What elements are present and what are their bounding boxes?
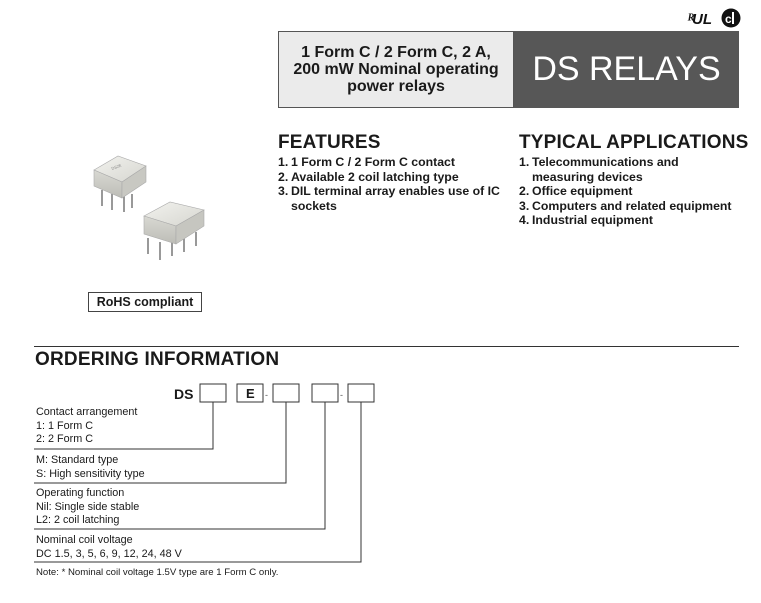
group-line: S: High sensitivity type — [36, 467, 145, 480]
svg-text:c: c — [725, 12, 732, 26]
relay-front-icon — [143, 201, 205, 260]
group-nominal-coil-voltage: Nominal coil voltage DC 1.5, 3, 5, 6, 9,… — [36, 534, 182, 561]
list-item: 3.Computers and related equipment — [519, 198, 732, 213]
group-line: 2: 2 Form C — [36, 433, 93, 445]
list-item: 4.Industrial equipment — [519, 213, 653, 227]
product-title: DS RELAYS — [514, 31, 739, 108]
code-box-voltage — [347, 383, 375, 403]
ordering-heading: ORDERING INFORMATION — [35, 349, 280, 370]
product-subtitle: 1 Form C / 2 Form C, 2 A, 200 mW Nominal… — [278, 31, 514, 108]
code-box-function — [311, 383, 339, 403]
svg-text:UL: UL — [692, 11, 712, 28]
csa-mark-icon: c — [721, 8, 741, 28]
ordering-code-diagram: DS E - - — [34, 383, 375, 563]
group-contact-arrangement: Contact arrangement 1: 1 Form C 2: 2 For… — [36, 406, 137, 447]
applications-list: 1.Telecommunications and measuring devic… — [519, 155, 744, 228]
group-line: DC 1.5, 3, 5, 6, 9, 12, 24, 48 V — [36, 547, 182, 560]
list-item: 1.Telecommunications and measuring devic… — [519, 155, 679, 184]
features-heading: FEATURES — [278, 132, 381, 153]
list-item: 1.1 Form C / 2 Form C contact — [278, 155, 455, 169]
features-list: 1.1 Form C / 2 Form C contact 2.Availabl… — [278, 155, 508, 213]
group-operating-function: Operating function Nil: Single side stab… — [36, 487, 139, 528]
list-item: 2.Available 2 coil latching type — [278, 169, 459, 184]
group-line: L2: 2 coil latching — [36, 514, 120, 526]
code-fixed-letter: E — [246, 386, 255, 401]
svg-text:ᴿ: ᴿ — [687, 10, 695, 29]
code-dash-2: - — [340, 390, 343, 400]
section-divider — [34, 346, 739, 347]
leader-lines — [34, 402, 362, 563]
applications-heading: TYPICAL APPLICATIONS — [519, 132, 749, 153]
code-box-fixed — [236, 383, 264, 403]
list-item: 2.Office equipment — [519, 184, 633, 198]
ul-mark-icon: ᴿ UL — [687, 10, 712, 29]
group-title: Operating function — [36, 487, 125, 499]
code-box-type — [272, 383, 300, 403]
relay-back-icon: DS2E — [93, 155, 147, 212]
code-box-contact — [199, 383, 227, 403]
group-line: 1: 1 Form C — [36, 419, 93, 432]
group-title: Nominal coil voltage — [36, 534, 133, 546]
subtitle-line-1: 1 Form C / 2 Form C, 2 A, — [301, 44, 491, 61]
footnote: Note: * Nominal coil voltage 1.5V type a… — [36, 567, 279, 578]
rohs-badge: RoHS compliant — [88, 292, 202, 312]
code-prefix: DS — [174, 386, 193, 402]
subtitle-line-2: 200 mW Nominal operating — [293, 61, 499, 78]
group-title: Contact arrangement — [36, 406, 138, 418]
code-dash-1: - — [265, 390, 268, 400]
certification-marks: ᴿ UL c — [687, 8, 741, 29]
group-line: Nil: Single side stable — [36, 500, 140, 513]
subtitle-line-3: power relays — [347, 78, 445, 95]
svg-text:DS2E: DS2E — [111, 163, 123, 171]
group-type: M: Standard type S: High sensitivity typ… — [36, 454, 145, 481]
list-item: 3.DIL terminal array enables use of IC s… — [278, 184, 500, 213]
relay-product-image: DS2E — [93, 155, 205, 260]
group-line: M: Standard type — [36, 454, 119, 466]
